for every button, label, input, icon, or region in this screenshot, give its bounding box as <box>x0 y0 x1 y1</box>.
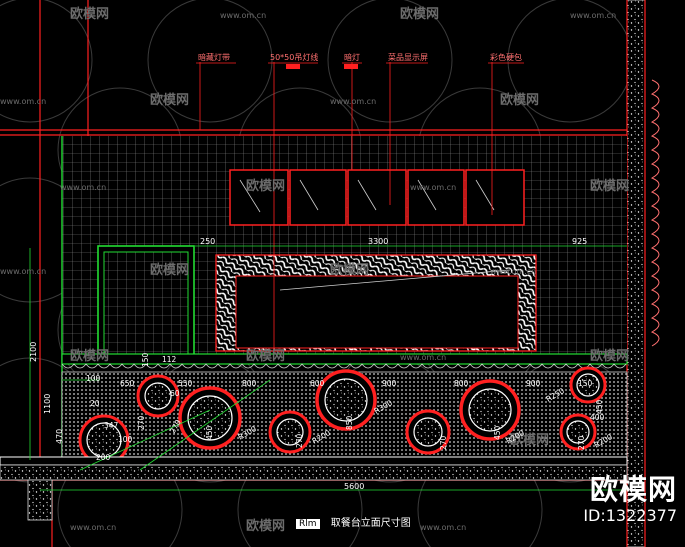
callout-menu-display: 菜品显示屏 <box>388 52 428 62</box>
wm-brand: 欧模网 <box>70 348 109 364</box>
dim-label: 270 <box>577 435 586 450</box>
right-wall-zigzag <box>650 79 660 347</box>
watermark-urls: www.om.cn www.om.cn www.om.cn www.om.cn … <box>0 11 616 532</box>
counter-portholes <box>78 366 607 466</box>
callout-color-panel: 彩色硬包 <box>490 52 522 62</box>
pass-window-opening <box>235 275 519 349</box>
drawing-tag: Rlm <box>296 519 320 529</box>
dim-label: 100 <box>118 435 133 444</box>
dim-label: 400 <box>590 413 605 422</box>
floor-slab <box>0 464 628 481</box>
wm-url: www.om.cn <box>570 11 616 20</box>
dimension-lines <box>29 245 627 491</box>
display-glare-lines <box>239 179 495 213</box>
dim-top-2: 3300 <box>368 237 388 246</box>
wm-brand: 欧模网 <box>330 262 369 278</box>
counter-scallop <box>61 363 627 369</box>
dim-label: 150 <box>578 379 593 388</box>
dim-label: 150 <box>141 352 150 367</box>
watermark-labels: 欧模网 欧模网 欧模网 欧模网 欧模网 欧模网 欧模网 欧模网 欧模网 欧模网 … <box>70 6 629 534</box>
dim-label: 200 <box>96 453 111 462</box>
wm-url: www.om.cn <box>220 11 266 20</box>
drawing-title-text: 取餐台立面尺寸图 <box>330 518 411 529</box>
dim-label: 450 <box>205 425 214 440</box>
wm-url: www.om.cn <box>60 183 106 192</box>
wm-url: www.om.cn <box>420 523 466 532</box>
wm-brand: 欧模网 <box>70 6 109 22</box>
dim-label: 900 <box>526 379 541 388</box>
dim-left-3: 470 <box>55 429 64 444</box>
wm-brand: 欧模网 <box>150 92 189 108</box>
dim-label: 800 <box>242 379 257 388</box>
dim-label: 60 <box>170 389 180 398</box>
wm-brand: 欧模网 <box>150 262 189 278</box>
callout-marker-1 <box>286 64 300 69</box>
dim-label: 600 <box>310 379 325 388</box>
dim-left-2: 1100 <box>43 394 52 414</box>
wm-url: www.om.cn <box>0 97 46 106</box>
right-wall-column <box>626 0 646 547</box>
menu-display-boards <box>229 169 525 226</box>
dim-left-1: 2100 <box>29 342 38 362</box>
callout-hidden-light-strip: 暗藏灯带 <box>198 52 230 62</box>
wm-url: www.om.cn <box>70 523 116 532</box>
window-diagonal <box>279 269 511 291</box>
wm-brand: 欧模网 <box>246 348 285 364</box>
dim-label: 650 <box>120 379 135 388</box>
callout-marker-2 <box>344 64 358 69</box>
dim-label: 347 <box>104 421 119 430</box>
dim-label: 270 <box>295 433 304 448</box>
dim-label: 20 <box>90 399 100 408</box>
dim-top-1: 250 <box>200 237 215 246</box>
wm-url: www.om.cn <box>410 183 456 192</box>
dim-label: 450 <box>595 399 604 414</box>
wm-brand: 欧模网 <box>246 178 285 194</box>
dim-label: 112 <box>162 355 177 364</box>
dim-top-3: 925 <box>572 237 587 246</box>
green-door-inner <box>103 251 189 357</box>
top-dimensions: 250 3300 925 <box>200 237 587 246</box>
brand-name: 欧模网 <box>589 473 677 506</box>
callout-leaders <box>199 62 493 355</box>
dim-label: 800 <box>454 379 469 388</box>
callout-hidden-light: 暗灯 <box>344 52 360 62</box>
wm-url: www.om.cn <box>490 267 536 276</box>
dim-label: 900 <box>382 379 397 388</box>
left-dimensions: 2100 1100 470 <box>29 342 64 444</box>
callout-ceiling-line: 50*50吊灯线 <box>270 52 318 62</box>
wm-brand: 欧模网 <box>590 178 629 194</box>
dim-label: 270 <box>439 435 448 450</box>
callout-labels: 暗藏灯带 50*50吊灯线 暗灯 菜品显示屏 彩色硬包 <box>198 52 522 62</box>
drawing-title: Rlm 取餐台立面尺寸图 <box>296 514 411 529</box>
dim-label: 550 <box>178 379 193 388</box>
dim-bottom-total: 5600 <box>344 482 364 491</box>
brand-id: ID:1322377 <box>583 506 677 525</box>
wm-brand: 欧模网 <box>246 518 285 534</box>
wm-url: www.om.cn <box>400 353 446 362</box>
floor-left-block <box>27 479 53 521</box>
dim-label: 100 <box>86 374 101 383</box>
counter-top <box>61 353 628 365</box>
wm-brand: 欧模网 <box>590 348 629 364</box>
wm-brand: 欧模网 <box>400 6 439 22</box>
dim-label: 270 <box>137 415 146 430</box>
wm-brand: 欧模网 <box>500 92 539 108</box>
wm-url: www.om.cn <box>330 97 376 106</box>
wm-url: www.om.cn <box>0 267 46 276</box>
dim-label: 850 <box>345 415 354 430</box>
dim-label: 450 <box>493 425 502 440</box>
brand-badge: 欧模网 ID:1322377 <box>583 476 677 524</box>
wm-brand: 欧模网 <box>510 432 549 448</box>
